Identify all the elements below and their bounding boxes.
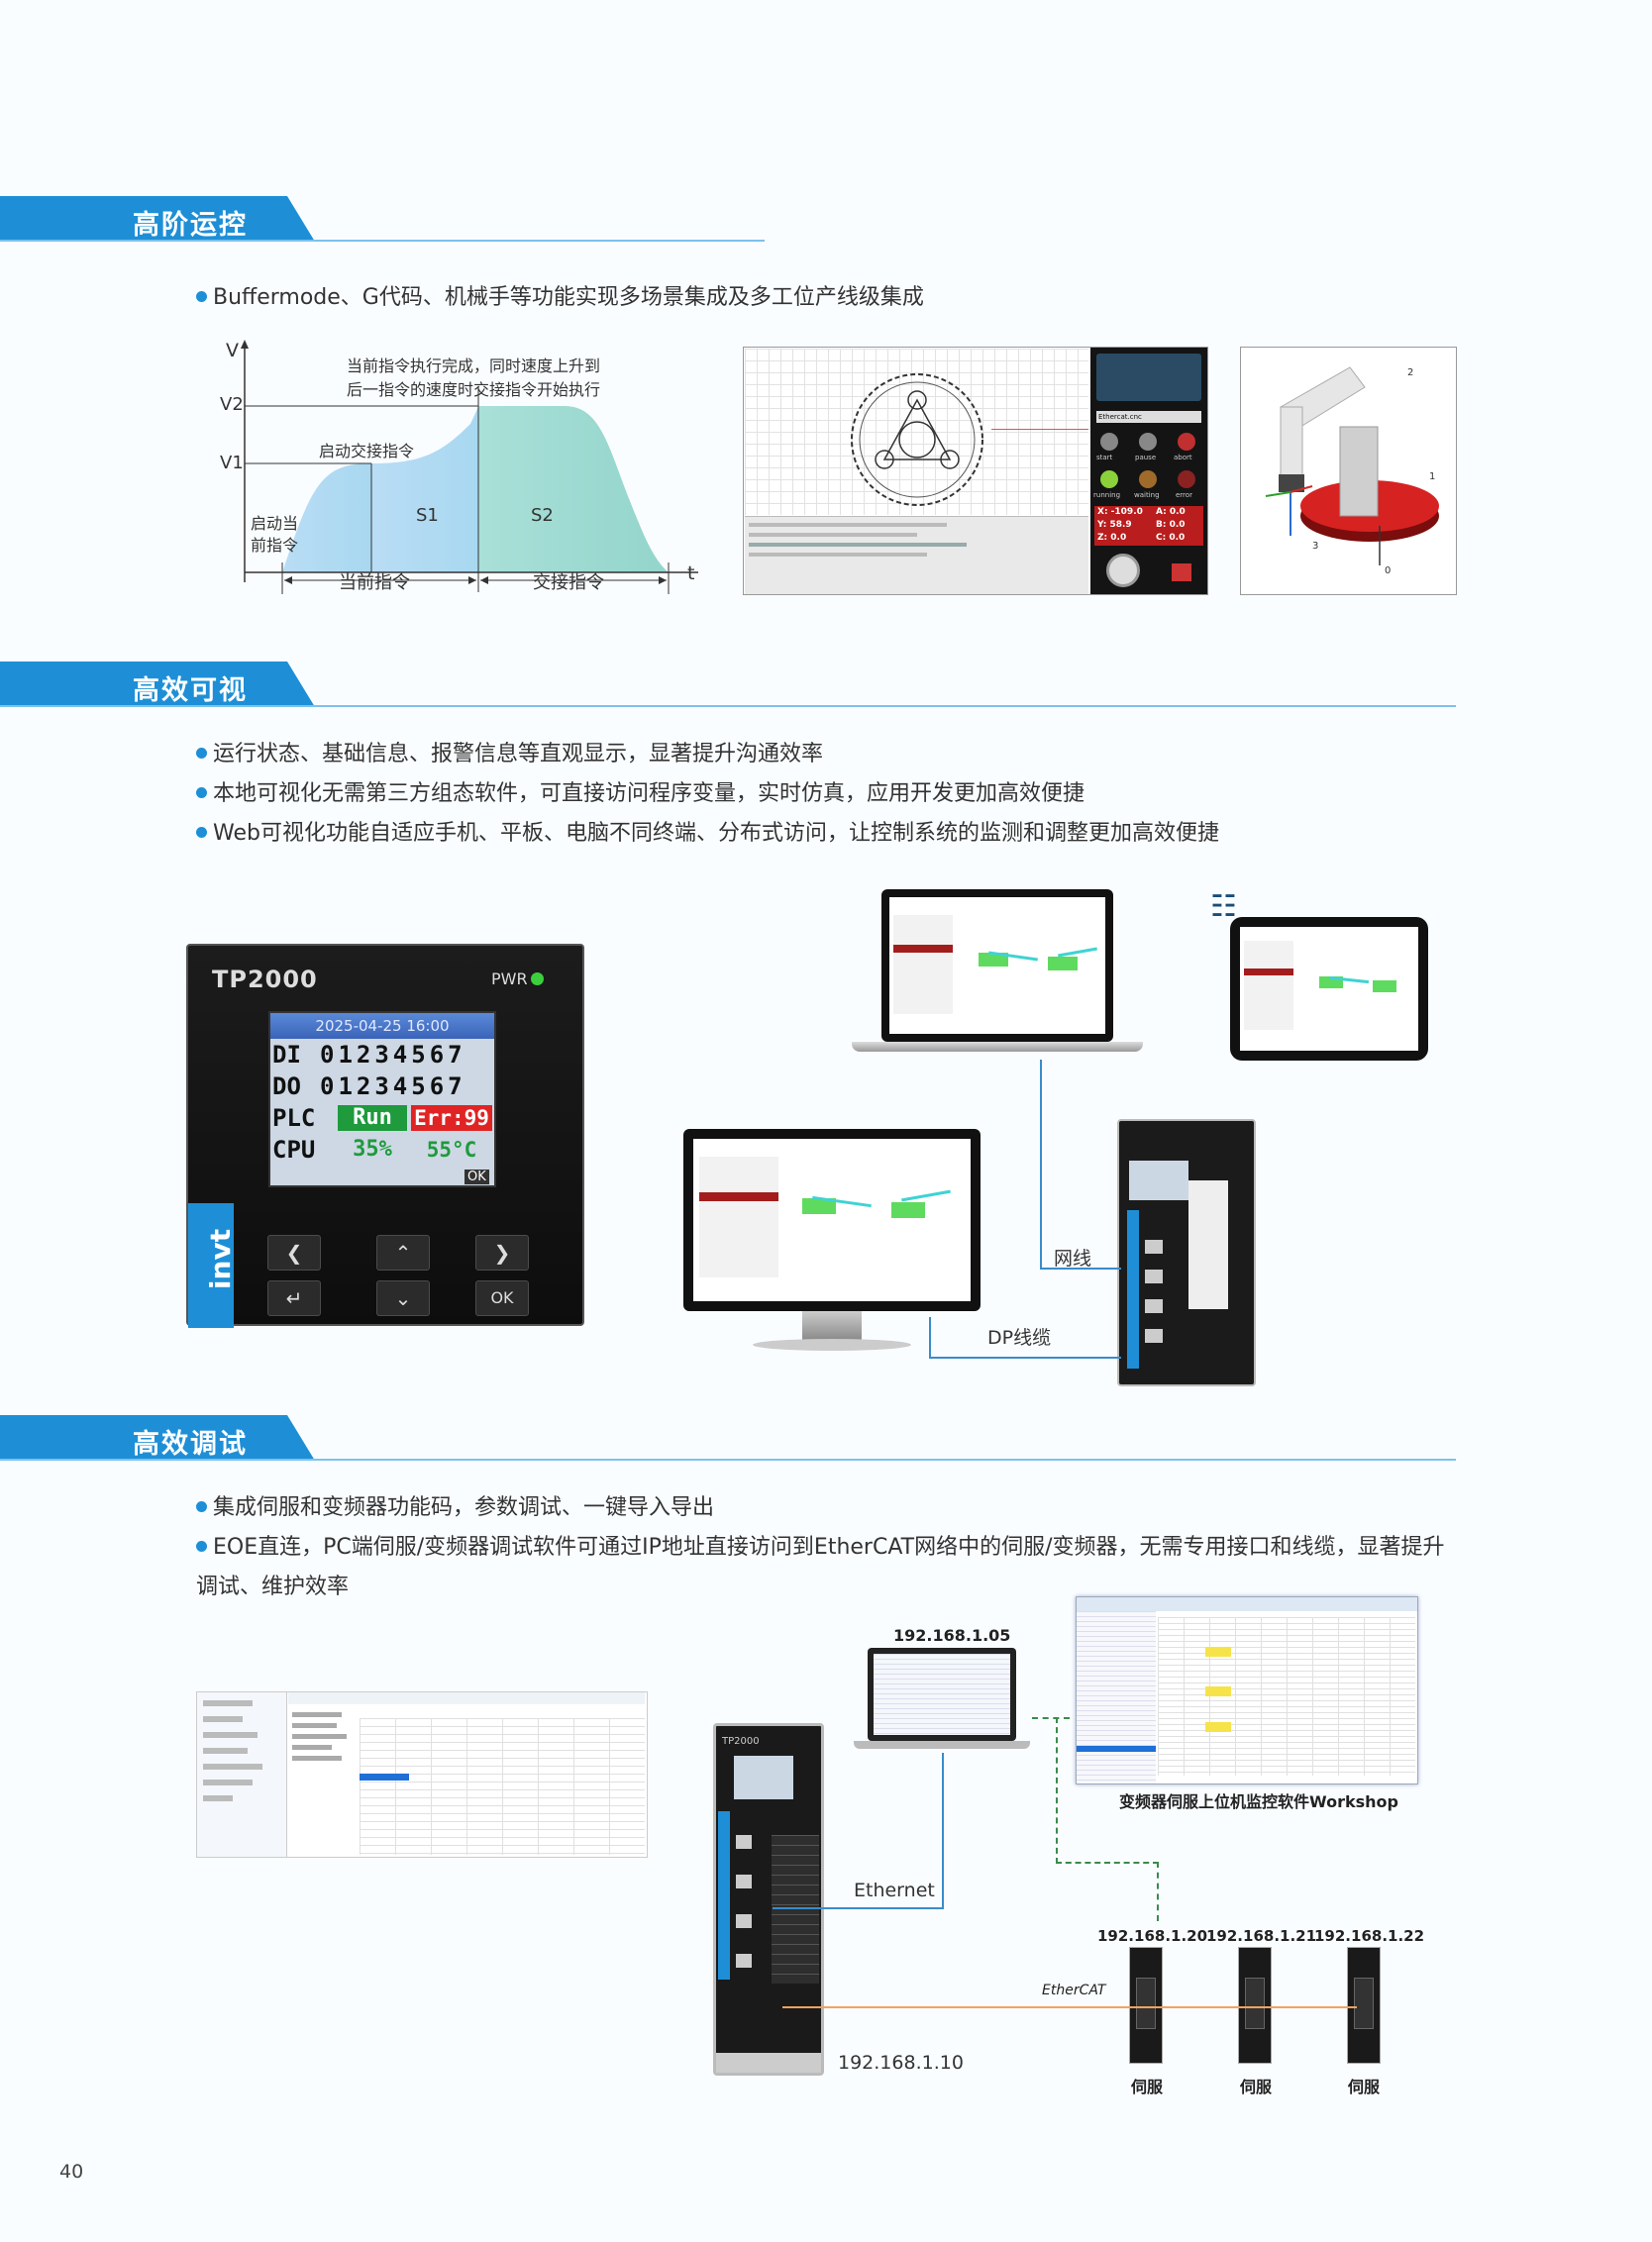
start-button-label: start xyxy=(1096,454,1113,461)
gcode-screenshot: Ethercat.cnc start pause abort running w… xyxy=(743,347,1208,595)
gcode-file-field: Ethercat.cnc xyxy=(1096,411,1201,423)
laptop-image xyxy=(852,889,1149,1060)
running-label: running xyxy=(1093,491,1121,499)
servo-drive-1 xyxy=(1129,1947,1163,2064)
monitor-image xyxy=(683,1129,981,1359)
back-key[interactable]: ↵ xyxy=(267,1280,321,1316)
error-label: error xyxy=(1176,491,1192,499)
do-label: DO xyxy=(272,1072,301,1100)
start-current-label-2: 前指令 xyxy=(251,536,299,555)
coord-x: X: -109.0 xyxy=(1097,507,1143,517)
coord-c: C: 0.0 xyxy=(1156,533,1186,543)
dp-cable-label: DP线缆 xyxy=(987,1327,1052,1349)
axis-label-0: 0 xyxy=(1385,565,1392,576)
up-arrow-key[interactable]: ⌃ xyxy=(376,1235,430,1271)
lcd-screen: 2025-04-25 16:00 DI 01234567 DO 01234567 P… xyxy=(268,1011,496,1187)
servo2-label: 伺服 xyxy=(1240,2078,1273,2096)
cpu-temperature: 55°C xyxy=(426,1138,477,1162)
controller-image xyxy=(1117,1119,1256,1386)
robot-arm-image: 2 1 3 0 xyxy=(1240,347,1457,595)
swap-cmd-label: 交接指令 xyxy=(533,572,604,593)
tp2000-panel: TP2000 PWR 2025-04-25 16:00 DI 01234567 D… xyxy=(186,944,584,1328)
parameter-software-screenshot xyxy=(196,1691,648,1858)
axis-label-3: 3 xyxy=(1312,541,1319,552)
section-title: 高效可视 xyxy=(133,675,248,706)
down-arrow-key[interactable]: ⌄ xyxy=(376,1280,430,1316)
coord-b: B: 0.0 xyxy=(1156,520,1186,530)
right-arrow-key[interactable]: ❯ xyxy=(475,1235,529,1271)
page-number: 40 xyxy=(59,2161,84,2183)
servo3-label: 伺服 xyxy=(1348,2078,1381,2096)
plc-label: PLC xyxy=(272,1104,316,1132)
network-cable-label: 网线 xyxy=(1054,1248,1092,1270)
bullet-text: 运行状态、基础信息、报警信息等直观显示，显著提升沟通效率 xyxy=(196,736,823,767)
model-label: TP2000 xyxy=(212,966,318,993)
servo3-ip: 192.168.1.22 xyxy=(1314,1927,1425,1945)
servo1-label: 伺服 xyxy=(1131,2078,1164,2096)
di-values: 01234567 xyxy=(320,1041,466,1069)
cpu-usage: 35% xyxy=(353,1137,392,1162)
velocity-graph xyxy=(241,340,698,594)
axis-label-1: 1 xyxy=(1429,471,1436,482)
servo-drive-2 xyxy=(1238,1947,1272,2064)
brand-logo: invt xyxy=(204,1228,238,1290)
plc-run-status: Run xyxy=(338,1105,407,1131)
pause-button-label: pause xyxy=(1135,454,1157,461)
plc-error-status: Err:99 xyxy=(411,1105,492,1131)
coord-a: A: 0.0 xyxy=(1156,507,1186,517)
coord-y: Y: 58.9 xyxy=(1097,520,1132,530)
robot-arm-icon xyxy=(1265,366,1439,565)
gear-drawing-icon xyxy=(851,373,983,506)
section-title: 高效调试 xyxy=(133,1429,248,1460)
abort-button-label: abort xyxy=(1174,454,1192,461)
pc-laptop-image xyxy=(854,1648,1032,1753)
axis-label-2: 2 xyxy=(1407,367,1414,378)
bullet-text: Web可视化功能自适应手机、平板、电脑不同终端、分布式访问，让控制系统的监测和调… xyxy=(196,815,1219,847)
bullet-text: EOE直连，PC端伺服/变频器调试软件可通过IP地址直接访问到EtherCAT网… xyxy=(196,1529,1445,1561)
ethernet-label: Ethernet xyxy=(854,1880,935,1901)
bullet-text: Buffermode、G代码、机械手等功能实现多场景集成及多工位产线级集成 xyxy=(196,279,924,311)
axis-v-label: V xyxy=(226,340,239,361)
workshop-label: 变频器伺服上位机监控软件Workshop xyxy=(1119,1792,1398,1811)
start-swap-label: 启动交接指令 xyxy=(319,442,415,460)
servo2-ip: 192.168.1.21 xyxy=(1206,1927,1317,1945)
pwr-label: PWR xyxy=(491,969,528,988)
current-cmd-label: 当前指令 xyxy=(339,572,410,593)
do-values: 01234567 xyxy=(320,1072,466,1100)
coord-z: Z: 0.0 xyxy=(1097,533,1127,543)
left-arrow-key[interactable]: ❮ xyxy=(267,1235,321,1271)
s2-label: S2 xyxy=(531,505,554,526)
bullet-text: 本地可视化无需第三方组态软件，可直接访问程序变量，实时仿真，应用开发更加高效便捷 xyxy=(196,775,1084,807)
cpu-label: CPU xyxy=(272,1136,316,1164)
ok-key[interactable]: OK xyxy=(475,1280,529,1316)
s1-label: S1 xyxy=(416,505,439,526)
servo1-ip: 192.168.1.20 xyxy=(1097,1927,1208,1945)
axis-t-label: t xyxy=(687,562,695,584)
graph-note-2: 后一指令的速度时交接指令开始执行 xyxy=(347,380,601,399)
tablet-image xyxy=(1230,917,1428,1061)
pc-ip-label: 192.168.1.05 xyxy=(893,1626,1011,1645)
graph-note-1: 当前指令执行完成，同时速度上升到 xyxy=(347,357,601,375)
power-led-icon xyxy=(531,972,544,985)
emergency-stop-icon xyxy=(1106,554,1140,587)
plc-controller-image: TP2000 xyxy=(713,1723,824,2076)
bullet-text: 集成伺服和变频器功能码，参数调试、一键导入导出 xyxy=(196,1489,714,1521)
waiting-label: waiting xyxy=(1134,491,1160,499)
ethercat-logo: EtherCAT xyxy=(1042,1983,1106,1998)
bullet-text-cont: 调试、维护效率 xyxy=(196,1575,350,1599)
servo-drive-3 xyxy=(1347,1947,1381,2064)
lcd-ok-label: OK xyxy=(465,1170,489,1184)
lcd-datetime: 2025-04-25 16:00 xyxy=(270,1013,494,1039)
v1-label: V1 xyxy=(220,453,244,473)
start-current-label-1: 启动当 xyxy=(251,514,299,533)
wifi-icon: ☷ xyxy=(1210,889,1237,924)
section-title: 高阶运控 xyxy=(133,210,248,241)
plc-ip-label: 192.168.1.10 xyxy=(838,2052,964,2074)
v2-label: V2 xyxy=(220,394,244,415)
plc-model-label: TP2000 xyxy=(722,1736,760,1747)
di-label: DI xyxy=(272,1041,301,1069)
workshop-screenshot xyxy=(1076,1596,1418,1784)
